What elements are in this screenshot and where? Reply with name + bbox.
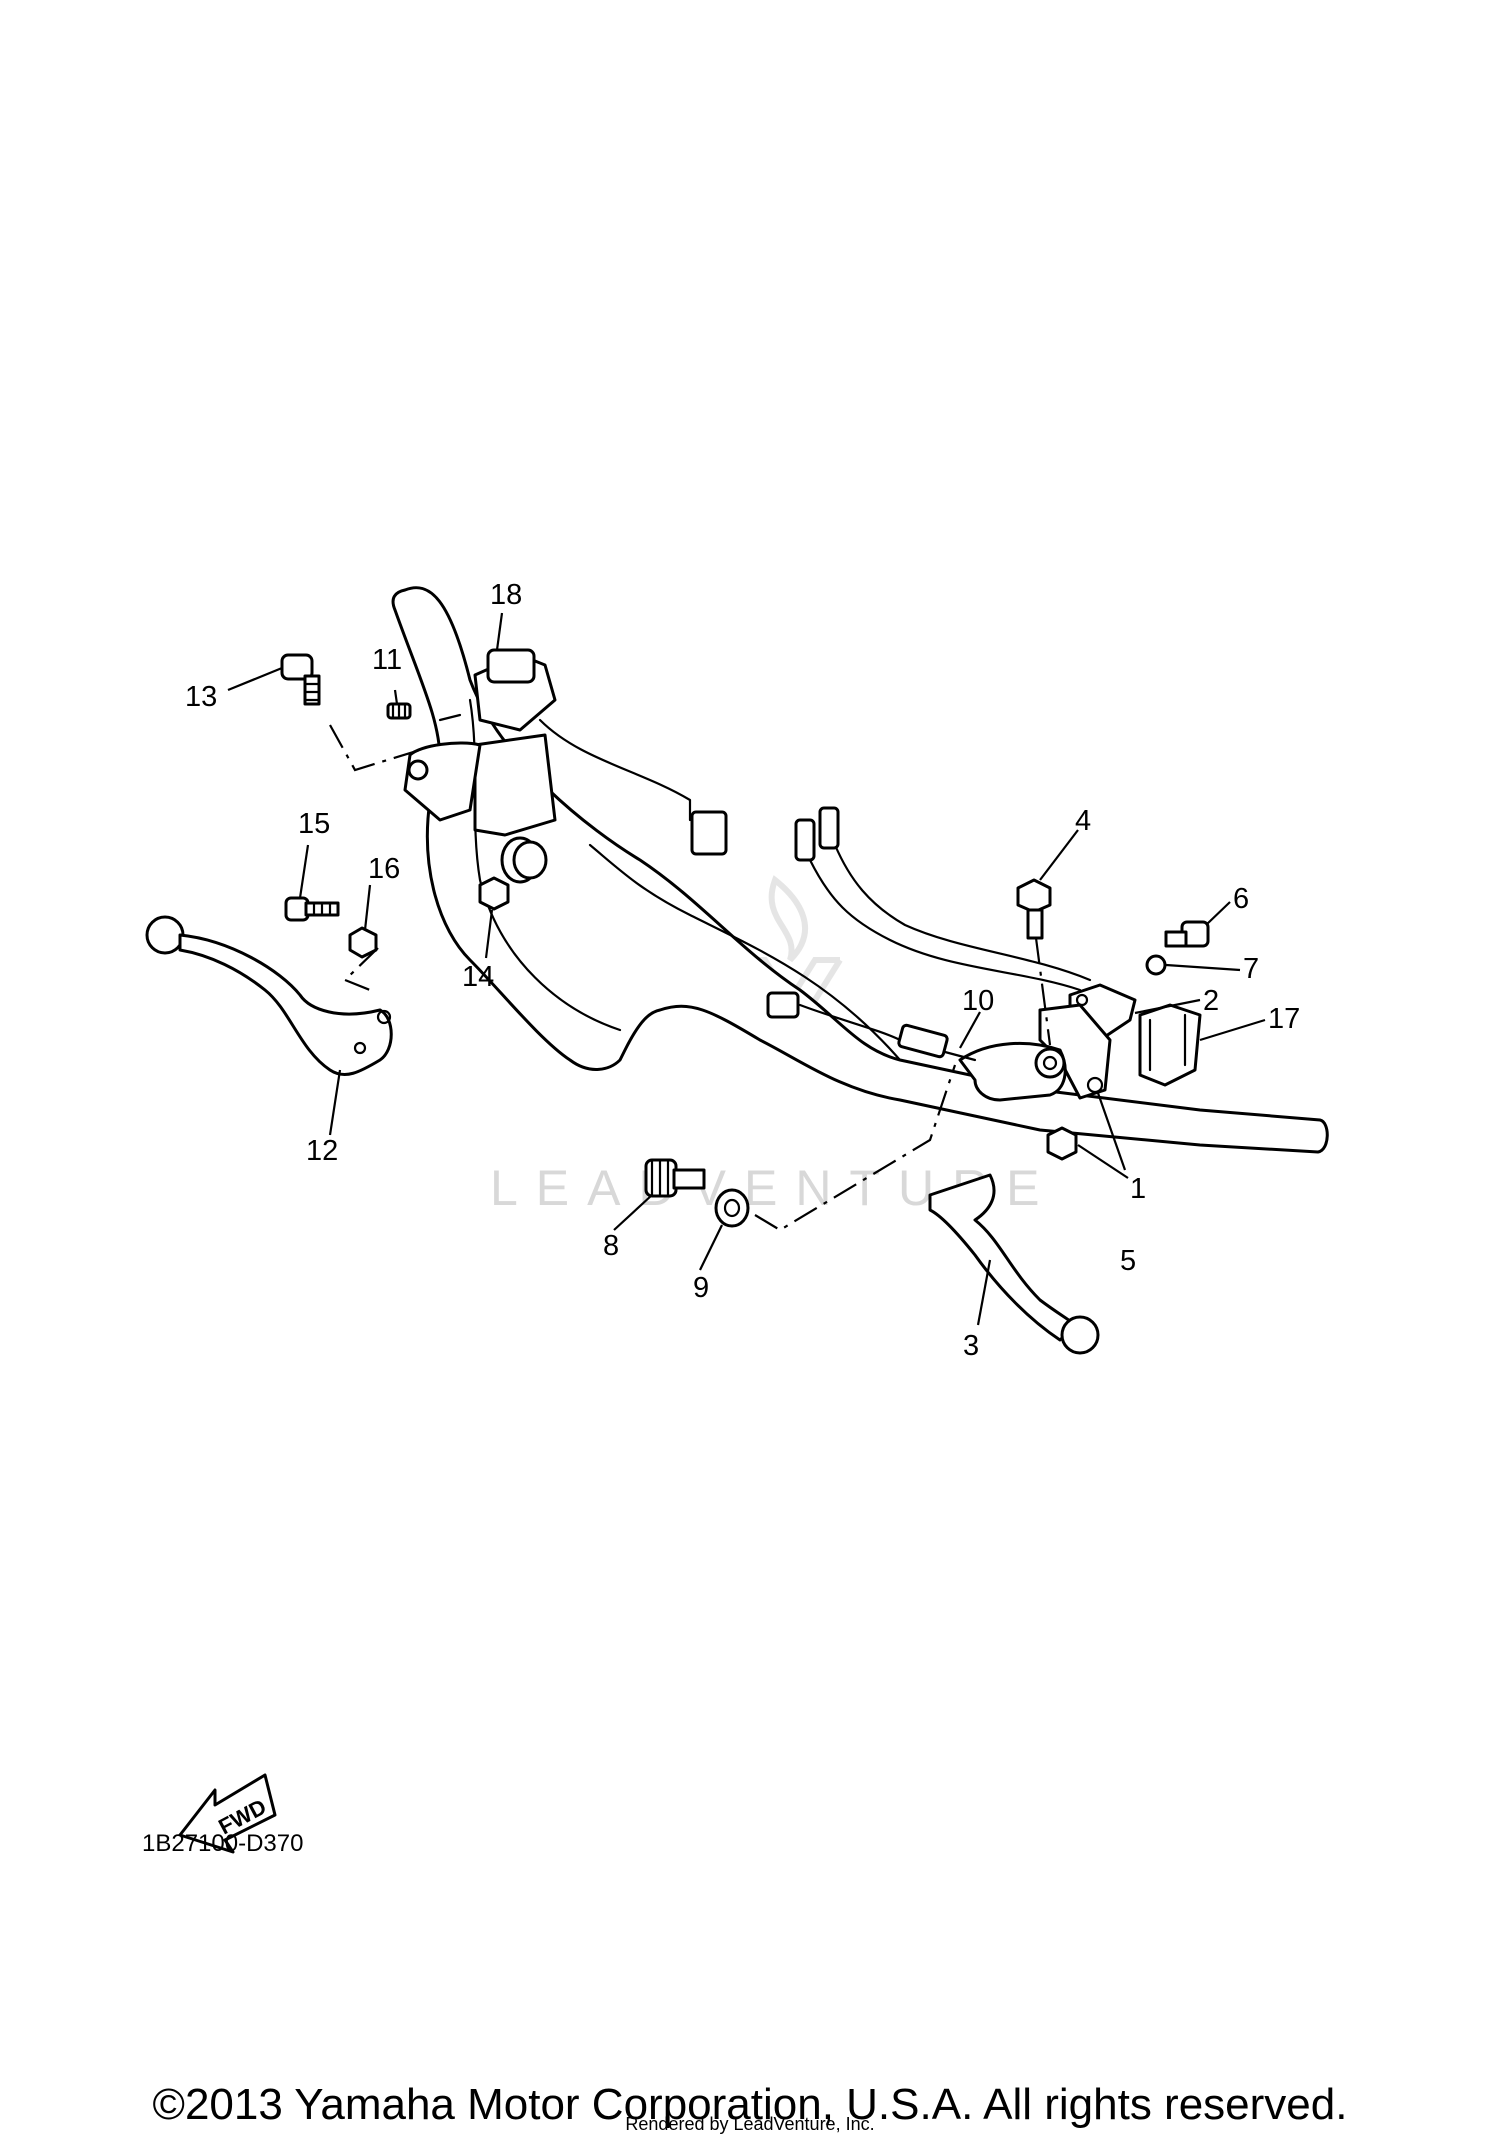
part-13-bolt: [280, 653, 321, 706]
part-12-brake-lever: [145, 915, 393, 1076]
callout-8: 8: [603, 1230, 619, 1262]
callout-11: 11: [372, 644, 402, 676]
callout-1: 1: [1130, 1173, 1146, 1205]
part-3-clutch-lever: [928, 1173, 1100, 1355]
callout-3: 3: [963, 1330, 979, 1362]
part-11-screw: [386, 702, 412, 720]
callout-13: 13: [185, 681, 217, 713]
callout-4: 4: [1075, 805, 1091, 837]
rendered-by-notice: Rendered by LeadVenture, Inc.: [625, 2114, 875, 2134]
callout-7: 7: [1243, 953, 1259, 985]
callout-6: 6: [1233, 883, 1249, 915]
callout-5: 5: [1120, 1245, 1136, 1277]
part-14-nut: [478, 876, 510, 911]
part-15-bolt: [284, 896, 340, 922]
master-cylinder: [403, 733, 557, 880]
callout-17: 17: [1268, 1003, 1300, 1035]
left-switch-assembly: [438, 648, 728, 856]
callout-labels: 1 2 3 4 5 6 7 8 9 10 11 12 13 14 15 16 1…: [185, 579, 1300, 1362]
wire-harness: [794, 806, 1092, 992]
leader-lines: [227, 612, 1266, 1326]
part-4-bolt: [1016, 878, 1052, 940]
callout-14: 14: [462, 961, 494, 993]
part-6-bolt: [1164, 920, 1210, 948]
copyright-notice: ©2013 Yamaha Motor Corporation, U.S.A. A…: [152, 2080, 1348, 2129]
diagram-code: 1B27100-D370: [142, 1830, 304, 1857]
callout-2: 2: [1203, 985, 1219, 1017]
callout-15: 15: [298, 808, 330, 840]
part-5-nut: [1046, 1126, 1078, 1161]
part-8-adjuster: [644, 1158, 706, 1198]
part-10-cable-adjuster: [766, 991, 977, 1062]
callout-16: 16: [368, 853, 400, 885]
part-17-switch: [1138, 1003, 1202, 1087]
part-1-lever-holder: [958, 1003, 1112, 1102]
callout-12: 12: [306, 1135, 338, 1167]
callout-18: 18: [490, 579, 522, 611]
callout-9: 9: [693, 1272, 709, 1304]
callout-10: 10: [962, 985, 994, 1017]
part-9-locknut: [714, 1188, 750, 1228]
part-7-washer: [1145, 954, 1167, 976]
